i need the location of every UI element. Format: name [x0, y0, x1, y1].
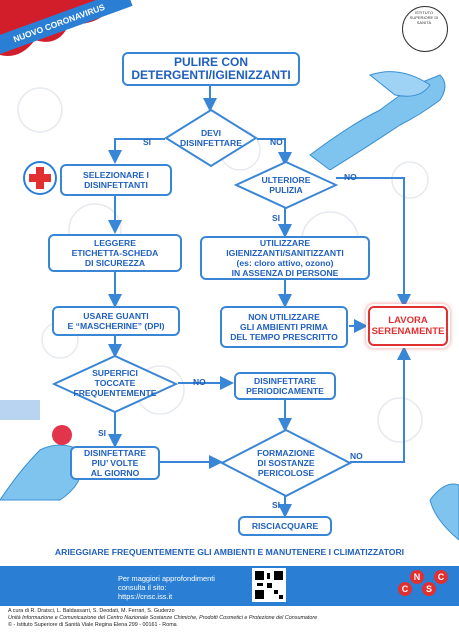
- cnsc-logo: C N S C: [398, 570, 448, 604]
- footer-line1: Per maggiori approfondimenti: [118, 574, 215, 583]
- label-si-1: SI: [143, 137, 152, 147]
- label-no-3: NO: [193, 377, 206, 387]
- cnsc-letter-4: C: [434, 570, 448, 584]
- decision-devi-disinfettare-label: DEVI DISINFETTARE: [180, 128, 242, 148]
- credits: A cura di R. Draisci, L. Baldassarri, S.…: [8, 608, 453, 629]
- qr-code-icon: [252, 568, 286, 602]
- credits-copyright: © - Istituto Superiore di Sanità Viale R…: [8, 622, 177, 628]
- iss-logo-text: ISTITUTO SUPERIORE DI SANITÀ: [409, 10, 439, 25]
- label-si-2: SI: [272, 213, 281, 223]
- footer-link[interactable]: https://cnsc.iss.it: [118, 592, 173, 601]
- box-leggere: LEGGERE ETICHETTA-SCHEDA DI SICUREZZA: [48, 234, 182, 272]
- box-guanti: USARE GUANTI E “MASCHERINE” (DPI): [52, 306, 180, 336]
- decision-superfici: [52, 354, 178, 414]
- decision-ulteriore-pulizia: [234, 160, 338, 210]
- footer-bar: [0, 566, 459, 606]
- footer-line2: consulta il sito:: [118, 583, 167, 592]
- banner-arieggiare: ARIEGGIARE FREQUENTEMENTE GLI AMBIENTI E…: [0, 540, 459, 564]
- cnsc-letter-2: N: [410, 570, 424, 584]
- decision-ulteriore-pulizia-label: ULTERIORE PULIZIA: [261, 175, 311, 195]
- box-lavora-serenamente: LAVORA SERENAMENTE: [368, 306, 448, 346]
- flow-connectors: [108, 86, 411, 518]
- gloved-hands-icon: [309, 71, 446, 170]
- decision-devi-disinfettare: [164, 108, 258, 168]
- glove-spray-icon: [0, 400, 83, 501]
- cnsc-letter-3: S: [422, 582, 436, 596]
- box-non-utilizzare: NON UTILIZZARE GLI AMBIENTI PRIMA DEL TE…: [220, 306, 348, 348]
- box-risciacquare: RISCIACQUARE: [238, 516, 332, 536]
- label-si-4: SI: [272, 500, 281, 510]
- box-pulire: PULIRE CON DETERGENTI/IGIENIZZANTI: [122, 52, 300, 86]
- box-selezionare: SELEZIONARE I DISINFETTANTI: [60, 164, 172, 196]
- glove-bottom-right-icon: [429, 483, 459, 540]
- box-disinfettare-piu-volte: DISINFETTARE PIU’ VOLTE AL GIORNO: [70, 446, 160, 480]
- label-no-4: NO: [350, 451, 363, 461]
- red-cross-logo: [23, 161, 57, 195]
- iss-logo: [402, 6, 448, 52]
- decision-formazione: [220, 428, 352, 498]
- decision-superfici-label: SUPERFICI TOCCATE FREQUENTEMENTE: [73, 368, 157, 398]
- box-utilizzare: UTILIZZARE IGIENIZZANTI/SANITIZZANTI (es…: [200, 236, 370, 280]
- footer-text: Per maggiori approfondimenti consulta il…: [118, 574, 215, 601]
- credits-unit: Unità Informazione e Comunicazione del C…: [8, 615, 318, 621]
- label-no-2: NO: [344, 172, 357, 182]
- label-si-3: SI: [98, 428, 107, 438]
- cnsc-letter-1: C: [398, 582, 412, 596]
- label-no-1: NO: [270, 137, 283, 147]
- credits-authors: A cura di R. Draisci, L. Baldassarri, S.…: [8, 608, 175, 614]
- box-disinfettare-periodicamente: DISINFETTARE PERIODICAMENTE: [234, 372, 336, 400]
- decision-formazione-label: FORMAZIONE DI SOSTANZE PERICOLOSE: [257, 448, 315, 478]
